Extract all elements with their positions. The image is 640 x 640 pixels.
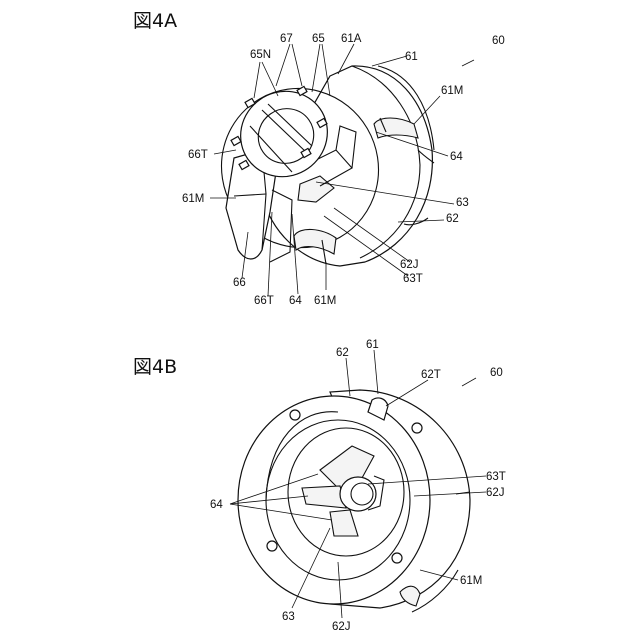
mount-hole	[412, 423, 422, 433]
label-62-4b: 62	[336, 347, 349, 359]
label-64-bottom: 64	[289, 295, 302, 307]
label-66: 66	[233, 277, 246, 289]
mount-hole	[290, 410, 300, 420]
label-61-4a: 61	[405, 51, 418, 63]
label-62j-4a: 62J	[400, 259, 419, 271]
label-66t-left: 66T	[188, 149, 208, 161]
figure-4b-title: 図4B	[133, 356, 177, 378]
label-65n: 65N	[250, 49, 271, 61]
figure-4b: 図4B	[133, 339, 506, 633]
label-61m-bottom: 61M	[314, 295, 336, 307]
figure-4a-title: 図4A	[133, 10, 177, 32]
label-62t: 62T	[421, 369, 441, 381]
label-60-4a: 60	[492, 35, 505, 47]
label-66t-bottom: 66T	[254, 295, 274, 307]
label-64-right: 64	[450, 151, 463, 163]
label-61m-right: 61M	[441, 85, 463, 97]
label-63-4a: 63	[456, 197, 469, 209]
label-63t-4b: 63T	[486, 471, 506, 483]
label-63-4b: 63	[282, 611, 295, 623]
label-67: 67	[280, 33, 293, 45]
label-65: 65	[312, 33, 325, 45]
label-62j-right: 62J	[486, 487, 505, 499]
label-60-4b: 60	[490, 367, 503, 379]
mount-hole	[392, 553, 402, 563]
figure-4a: 図4A	[133, 10, 505, 307]
label-61m-4b: 61M	[460, 575, 482, 587]
label-62j-bottom: 62J	[332, 621, 351, 633]
label-61m-left: 61M	[182, 193, 204, 205]
label-61a: 61A	[341, 33, 362, 45]
label-62-4a: 62	[446, 213, 459, 225]
label-64-4b: 64	[210, 499, 223, 511]
label-61-4b: 61	[366, 339, 379, 351]
label-63t-4a: 63T	[403, 273, 423, 285]
mount-hole	[267, 541, 277, 551]
